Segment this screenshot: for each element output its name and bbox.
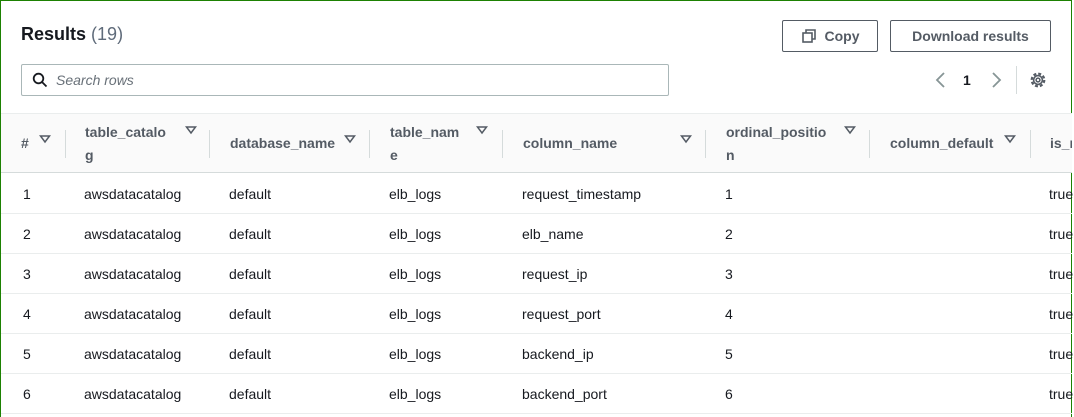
copy-button-label: Copy (824, 28, 860, 44)
database-name-cell: default (229, 346, 272, 362)
table-row: 2 awsdatacatalog default elb_logs elb_name 2 t… (1, 214, 1074, 254)
table-catalog-cell: awsdatacatalog (84, 346, 182, 362)
table-row: 6 awsdatacatalog default elb_logs backend_po… (1, 374, 1074, 414)
toolbar-divider (1016, 66, 1017, 94)
column-divider[interactable] (705, 130, 706, 158)
column-header-is-nullable[interactable]: is_n (1050, 135, 1072, 151)
results-title: Results (19) (21, 24, 123, 45)
copy-icon (801, 29, 816, 43)
search-input[interactable] (54, 71, 638, 89)
is-nullable-cell: true (1049, 266, 1074, 282)
column-divider[interactable] (65, 130, 66, 158)
table-header: # table_catalo g database_name table_nam… (1, 113, 1072, 173)
table-catalog-cell: awsdatacatalog (84, 226, 182, 242)
database-name-cell: default (229, 306, 272, 322)
ordinal-position-cell: 5 (725, 346, 733, 362)
column-divider[interactable] (869, 130, 870, 158)
database-name-cell: default (229, 266, 272, 282)
sort-icon[interactable] (344, 132, 356, 148)
column-header-database-name[interactable]: database_name (230, 114, 370, 173)
is-nullable-cell: true (1049, 186, 1074, 202)
chevron-right-icon (992, 72, 1002, 88)
row-index: 2 (23, 226, 31, 242)
table-name-cell: elb_logs (389, 266, 442, 282)
sort-icon[interactable] (680, 132, 692, 148)
sort-icon[interactable] (476, 123, 488, 139)
row-index: 1 (23, 186, 31, 202)
row-index: 3 (23, 266, 31, 282)
table-row: 4 awsdatacatalog default elb_logs request_po… (1, 294, 1074, 334)
ordinal-position-cell: 3 (725, 266, 733, 282)
download-button-label: Download results (912, 28, 1029, 44)
results-count: (19) (91, 24, 124, 44)
column-divider[interactable] (209, 130, 210, 158)
database-name-cell: default (229, 226, 272, 242)
table-name-cell: elb_logs (389, 226, 442, 242)
row-index: 5 (23, 346, 31, 362)
is-nullable-cell: true (1049, 306, 1074, 322)
column-name-cell: request_timestamp (522, 186, 642, 202)
table-catalog-cell: awsdatacatalog (84, 266, 182, 282)
chevron-left-icon (935, 72, 945, 88)
column-name-cell: backend_ip (522, 346, 594, 362)
sort-icon[interactable] (1004, 132, 1016, 148)
table-catalog-cell: awsdatacatalog (84, 306, 182, 322)
sort-icon[interactable] (185, 123, 197, 139)
table-name-cell: elb_logs (389, 186, 442, 202)
table-catalog-cell: awsdatacatalog (84, 186, 182, 202)
column-header-index[interactable]: # (21, 114, 66, 173)
next-page-button[interactable] (989, 70, 1003, 90)
previous-page-button[interactable] (934, 70, 948, 90)
column-divider[interactable] (502, 130, 503, 158)
column-name-cell: request_port (522, 306, 601, 322)
table-row: 5 awsdatacatalog default elb_logs backend_ip… (1, 334, 1074, 374)
column-name-cell: backend_port (522, 386, 607, 402)
row-index: 4 (23, 306, 31, 322)
preferences-button[interactable] (1028, 70, 1048, 95)
table-name-cell: elb_logs (389, 386, 442, 402)
column-header-ordinal-position[interactable]: ordinal_positio n (726, 114, 870, 173)
ordinal-position-cell: 4 (725, 306, 733, 322)
download-results-button[interactable]: Download results (890, 20, 1051, 52)
copy-button[interactable]: Copy (782, 20, 878, 52)
is-nullable-cell: true (1049, 346, 1074, 362)
table-row: 1 awsdatacatalog default elb_logs request_ti… (1, 174, 1074, 214)
search-bar (21, 64, 669, 96)
column-name-cell: elb_name (522, 226, 584, 242)
sort-icon[interactable] (39, 132, 51, 148)
ordinal-position-cell: 1 (725, 186, 733, 202)
current-page-number[interactable]: 1 (963, 72, 971, 88)
column-header-column-default[interactable]: column_default (890, 114, 1031, 173)
column-divider[interactable] (1030, 130, 1031, 158)
database-name-cell: default (229, 186, 272, 202)
database-name-cell: default (229, 386, 272, 402)
column-header-table-catalog[interactable]: table_catalo g (85, 114, 210, 173)
table-name-cell: elb_logs (389, 306, 442, 322)
row-index: 6 (23, 386, 31, 402)
column-header-table-name[interactable]: table_nam e (390, 114, 503, 173)
results-title-label: Results (21, 24, 87, 44)
table-catalog-cell: awsdatacatalog (84, 386, 182, 402)
table-row: 3 awsdatacatalog default elb_logs request_ip… (1, 254, 1074, 294)
column-header-column-name[interactable]: column_name (523, 114, 706, 173)
ordinal-position-cell: 6 (725, 386, 733, 402)
gear-icon (1030, 72, 1046, 88)
is-nullable-cell: true (1049, 226, 1074, 242)
is-nullable-cell: true (1049, 386, 1074, 402)
sort-icon[interactable] (844, 123, 856, 139)
column-name-cell: request_ip (522, 266, 588, 282)
column-divider[interactable] (369, 130, 370, 158)
search-icon (32, 72, 48, 88)
table-name-cell: elb_logs (389, 346, 442, 362)
ordinal-position-cell: 2 (725, 226, 733, 242)
